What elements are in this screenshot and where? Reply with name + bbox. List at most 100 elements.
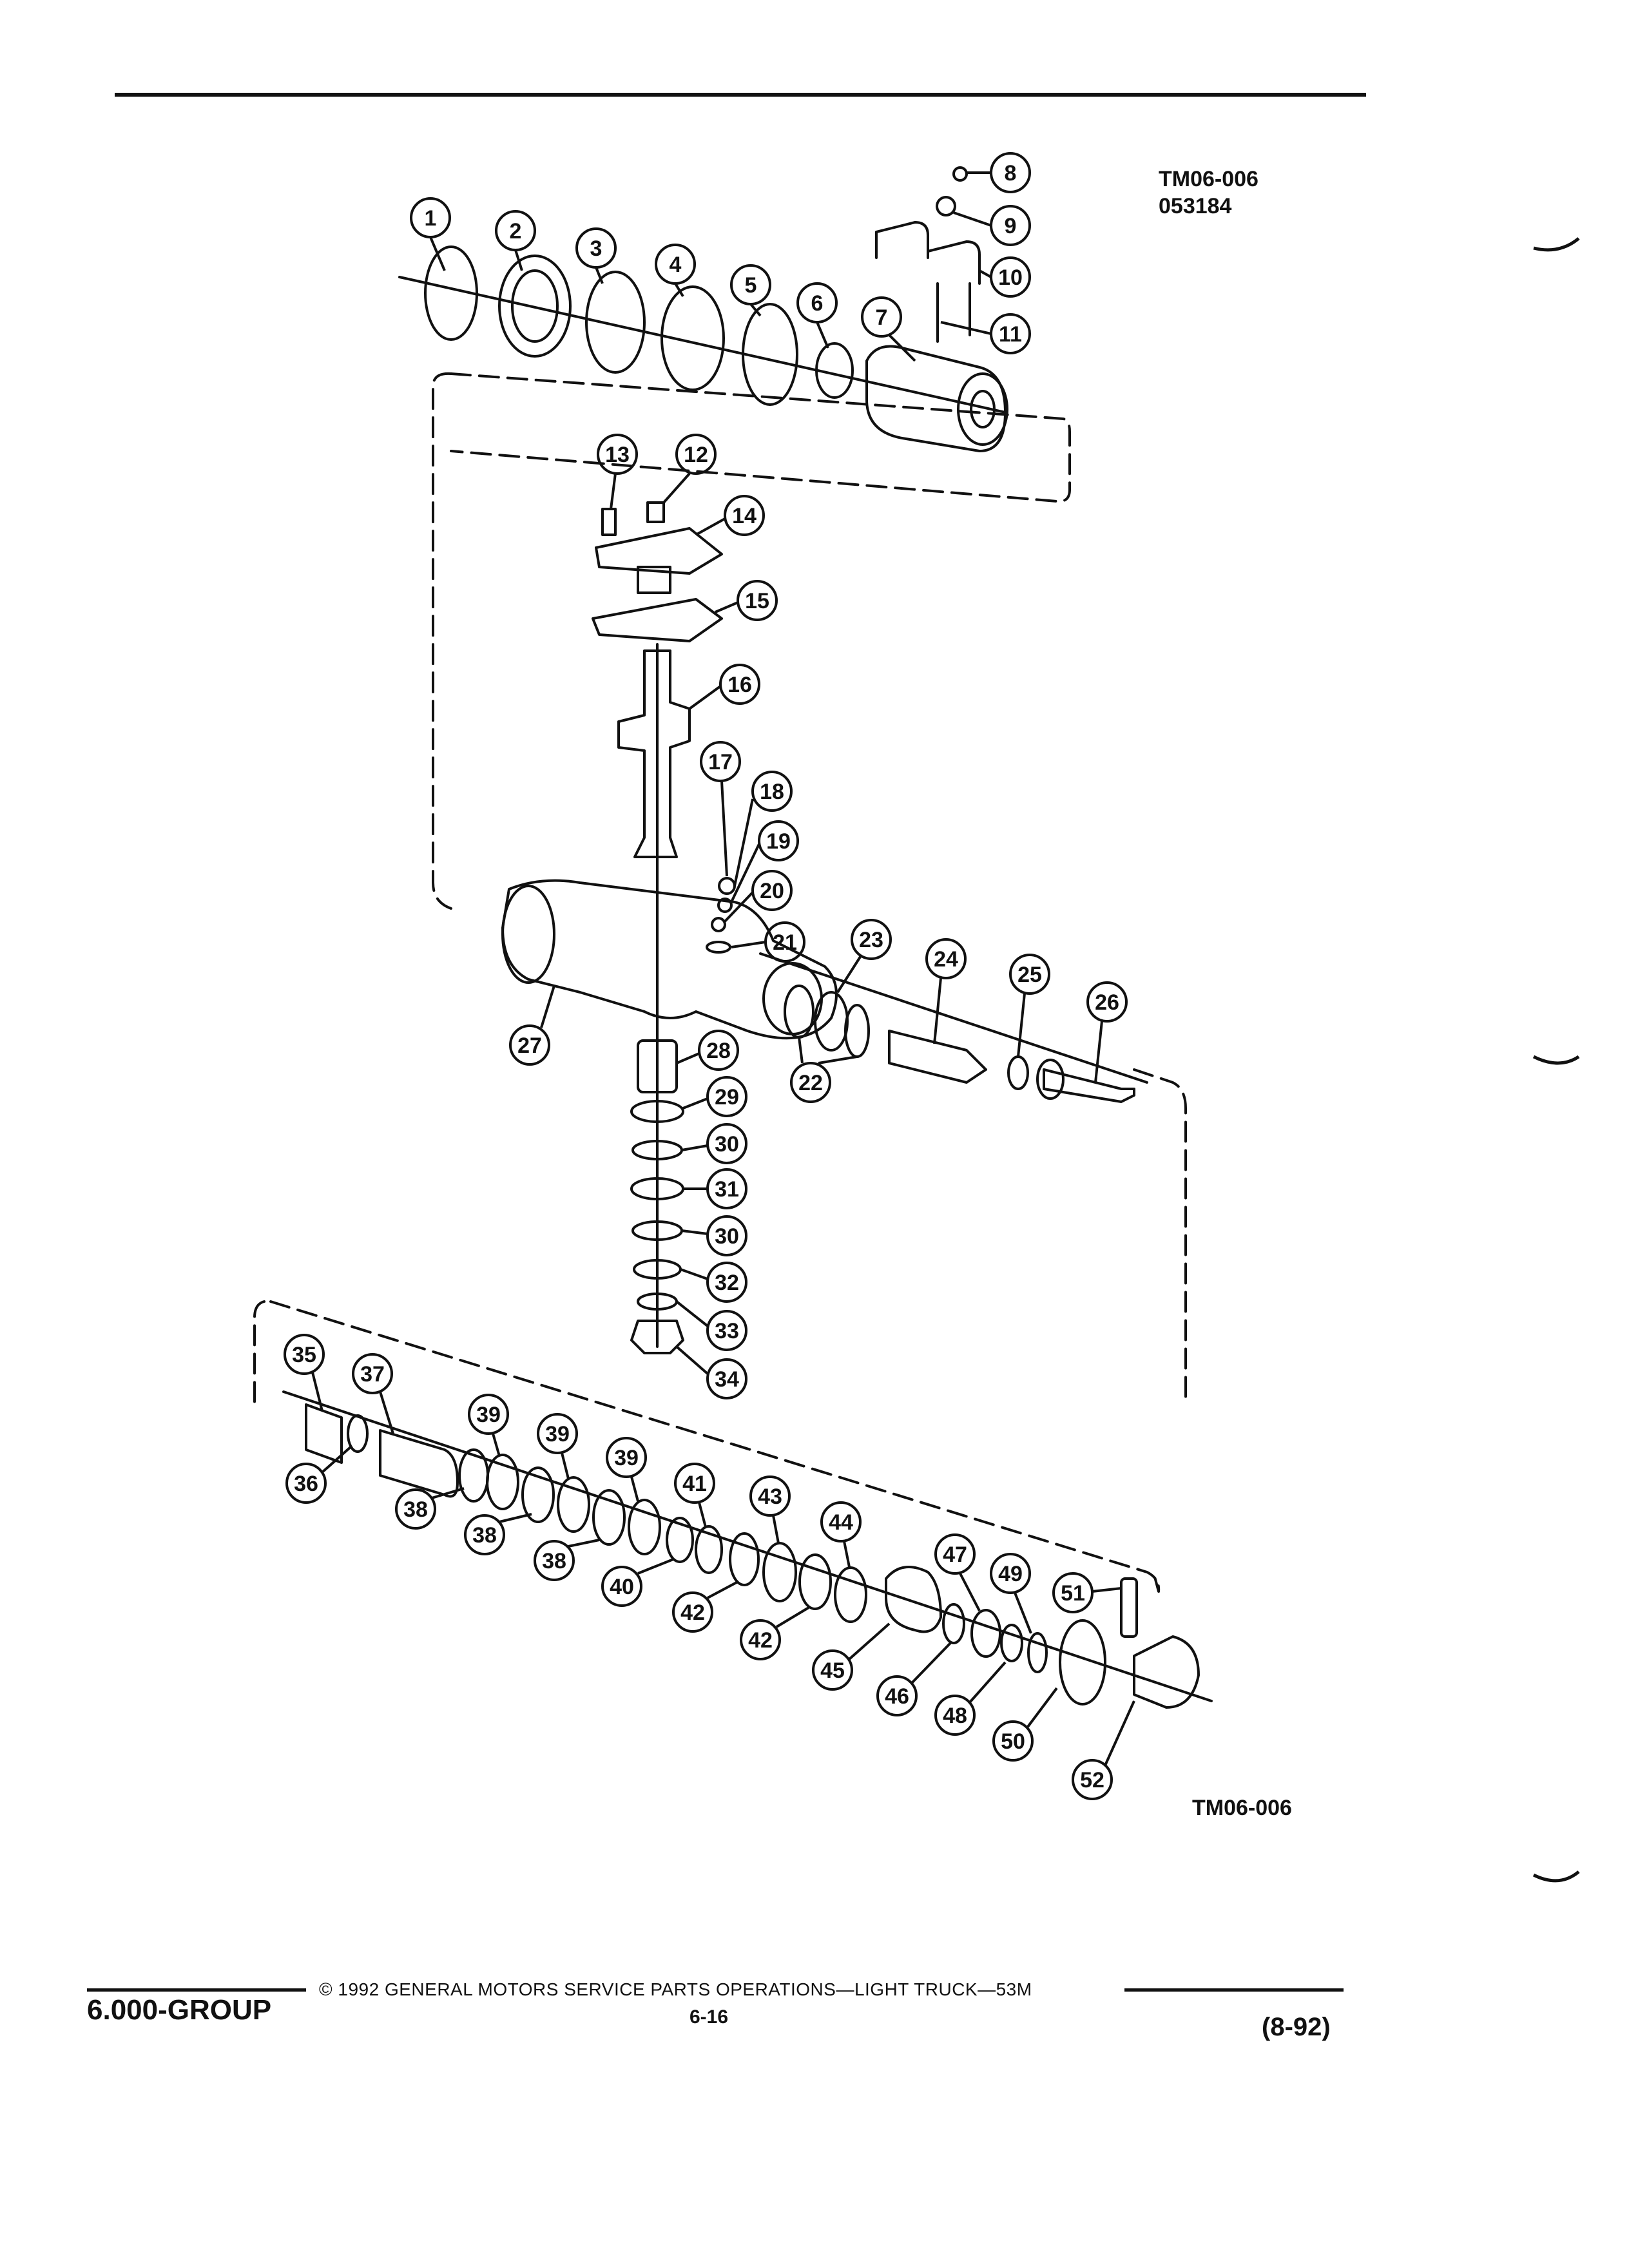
part-26-stub-shaft	[1043, 1068, 1135, 1103]
svg-text:21: 21	[773, 930, 797, 955]
part-23-bearing	[814, 991, 849, 1052]
svg-text:36: 36	[294, 1472, 318, 1496]
part-17-cap	[718, 877, 736, 895]
part-45-adjuster-plug	[885, 1566, 942, 1633]
margin-mark-2	[1532, 1055, 1580, 1065]
svg-text:30: 30	[715, 1224, 739, 1249]
callout-25: 25	[1009, 954, 1050, 1057]
top-axis	[398, 276, 1007, 414]
callout-4: 4	[655, 244, 696, 298]
callout-22: 22	[790, 1037, 858, 1103]
part-8-screw	[952, 166, 968, 182]
part-14-side-cover	[595, 527, 723, 575]
part-22-race-2	[844, 1004, 870, 1058]
part-38-valve-body	[379, 1429, 459, 1498]
svg-text:4: 4	[670, 253, 682, 277]
callout-30b: 30	[681, 1215, 747, 1256]
worm-axis	[759, 952, 1148, 1084]
svg-text:39: 39	[545, 1422, 570, 1446]
footer-revision: (8-92)	[1262, 2013, 1331, 2041]
svg-text:29: 29	[715, 1085, 739, 1110]
part-25-seal	[1007, 1055, 1029, 1090]
svg-text:44: 44	[829, 1510, 853, 1535]
svg-text:50: 50	[1001, 1729, 1025, 1754]
callout-48: 48	[934, 1661, 1007, 1736]
callout-38a: 38	[395, 1487, 465, 1530]
part-29-seal	[630, 1100, 684, 1123]
callout-7: 7	[861, 296, 916, 362]
part-52-locknut	[1059, 1619, 1106, 1706]
callout-21: 21	[731, 921, 805, 963]
callout-41: 41	[674, 1463, 715, 1528]
callout-52: 52	[1072, 1700, 1135, 1800]
svg-text:14: 14	[732, 504, 757, 528]
callout-44: 44	[820, 1501, 862, 1568]
svg-text:48: 48	[943, 1704, 967, 1728]
lower-group-outline	[269, 1300, 1161, 1593]
callout-40: 40	[601, 1558, 674, 1607]
svg-text:34: 34	[715, 1367, 739, 1392]
callout-26: 26	[1086, 981, 1128, 1083]
part-49-ring	[1027, 1632, 1048, 1673]
callout-12: 12	[662, 434, 717, 504]
callout-43: 43	[749, 1475, 791, 1544]
svg-text:35: 35	[292, 1343, 316, 1367]
ring-39c	[628, 1499, 661, 1555]
callout-50: 50	[992, 1687, 1058, 1762]
part-22-race	[784, 985, 815, 1039]
svg-text:16: 16	[728, 673, 752, 697]
part-28-bearing	[637, 1039, 678, 1093]
part-46-bearing	[942, 1603, 965, 1644]
part-20-seat	[711, 917, 726, 932]
footer-page-number: 6-16	[689, 2006, 729, 2028]
callout-46: 46	[876, 1642, 952, 1716]
callout-24: 24	[925, 938, 967, 1044]
callout-42a: 42	[672, 1581, 738, 1633]
svg-text:7: 7	[876, 305, 888, 330]
svg-text:28: 28	[706, 1039, 731, 1063]
svg-text:43: 43	[758, 1485, 782, 1509]
callout-11: 11	[940, 313, 1031, 354]
top-rule	[115, 93, 1366, 97]
callout-36: 36	[285, 1445, 352, 1504]
callout-34: 34	[675, 1345, 747, 1399]
svg-text:30: 30	[715, 1132, 739, 1157]
footer-rule-left	[87, 1988, 306, 1992]
svg-text:38: 38	[403, 1497, 428, 1522]
ring-38c	[592, 1489, 626, 1546]
callout-2: 2	[495, 210, 536, 271]
part-50-coupling	[1133, 1635, 1200, 1709]
svg-text:26: 26	[1095, 990, 1119, 1015]
ring-42a	[729, 1532, 760, 1586]
svg-text:19: 19	[766, 829, 791, 854]
callout-20: 20	[724, 870, 793, 923]
callout-37: 37	[352, 1353, 394, 1434]
part-14-hub	[637, 566, 671, 594]
part-3-ring	[585, 271, 646, 374]
part-12-nut	[646, 501, 665, 523]
callout-5: 5	[730, 264, 771, 317]
callout-18: 18	[733, 771, 793, 887]
ring-40	[666, 1517, 694, 1563]
ring-39b	[557, 1476, 590, 1533]
ring-38b	[521, 1466, 555, 1523]
upper-group-outline	[450, 372, 1071, 503]
callout-6: 6	[796, 282, 838, 349]
svg-text:46: 46	[885, 1684, 909, 1709]
callout-38c: 38	[534, 1539, 600, 1581]
callout-14: 14	[695, 495, 765, 536]
part-48-washer	[1000, 1624, 1023, 1662]
ring-43	[762, 1542, 797, 1602]
svg-text:9: 9	[1005, 214, 1017, 238]
figure-code: TM06-006	[1159, 167, 1258, 191]
callout-10: 10	[979, 256, 1031, 298]
callout-27: 27	[509, 985, 555, 1066]
part-1-snap-ring	[424, 245, 478, 341]
svg-text:32: 32	[715, 1271, 739, 1295]
part-35-connector	[305, 1403, 343, 1464]
callout-31: 31	[683, 1168, 747, 1209]
date-code: 053184	[1159, 194, 1232, 218]
part-15-gasket	[592, 598, 723, 642]
svg-text:3: 3	[590, 236, 602, 261]
callout-38b: 38	[464, 1513, 532, 1555]
